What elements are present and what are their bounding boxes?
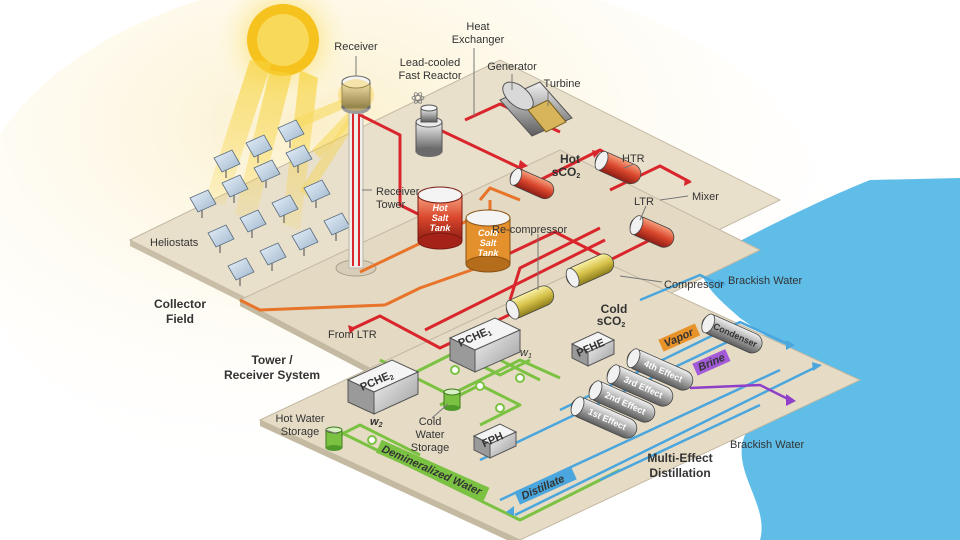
cold-water-storage-tank xyxy=(443,388,461,411)
ltr-label: LTR xyxy=(634,196,654,208)
cold-water-storage-label-2: Water xyxy=(416,429,445,441)
w1-sub: 1 xyxy=(528,353,532,360)
cold-salt-tank: Cold Salt Tank xyxy=(465,209,511,273)
diagram-labels: Receiver Heat Exchanger Lead-cooled Fast… xyxy=(150,21,805,480)
htr-label: HTR xyxy=(622,153,645,165)
generator-turbine xyxy=(499,81,573,137)
pche1-sub: 1 xyxy=(487,330,494,338)
hot-sco2-label-1: Hot xyxy=(560,152,580,166)
pfhe-box: PFHE xyxy=(570,331,616,367)
brackish-water-area xyxy=(700,178,960,540)
pche1-box: PCHE1 xyxy=(448,317,522,373)
heliostat-mirror xyxy=(303,179,331,208)
heliostat-mirror xyxy=(271,194,299,223)
compressor-label: Compressor xyxy=(664,279,724,291)
hot-water-storage-label-2: Storage xyxy=(281,426,320,438)
reactor-label-2: Fast Reactor xyxy=(399,70,462,82)
hot-sco2-label-2: sCO xyxy=(552,165,577,179)
ltr-unit xyxy=(629,215,675,248)
hot-water-storage-label-1: Hot Water xyxy=(275,413,324,425)
mixer-label: Mixer xyxy=(692,191,719,203)
recompressor-unit xyxy=(505,285,555,320)
svg-text:w1: w1 xyxy=(520,347,532,360)
fph-box: FPH xyxy=(472,423,518,459)
heliostat-mirror xyxy=(207,224,235,253)
receiver-tower xyxy=(335,107,377,277)
cold-salt-label-3: Tank xyxy=(478,248,500,258)
hot-salt-label-1: Hot xyxy=(433,203,449,213)
cold-salt-label-1: Cold xyxy=(478,228,498,238)
hot-salt-label-3: Tank xyxy=(430,223,452,233)
cold-water-storage-label-1: Cold xyxy=(419,416,442,428)
heliostat-mirror xyxy=(259,242,287,271)
compressor-unit xyxy=(565,253,615,288)
generator-label: Generator xyxy=(487,61,537,73)
cold-sco2-label-1: Cold xyxy=(601,302,628,316)
pche2-sub: 2 xyxy=(389,374,396,382)
cold-salt-label-2: Salt xyxy=(480,238,498,248)
heliostat-mirror xyxy=(239,209,267,238)
receiver-tower-label-1: Receiver xyxy=(376,186,420,198)
heliostat-mirror xyxy=(253,159,281,188)
heliostat-mirror xyxy=(277,119,305,148)
receiver-label: Receiver xyxy=(334,41,378,53)
heliostats-label: Heliostats xyxy=(150,237,199,249)
hot-water-storage-tank xyxy=(325,426,343,451)
w1-label: w xyxy=(520,347,529,359)
heliostat-mirror xyxy=(189,189,217,218)
heat-exchanger-label-2: Exchanger xyxy=(452,34,505,46)
third-effect-unit xyxy=(606,364,674,407)
heliostat-mirror xyxy=(245,134,273,163)
heliostat-mirror xyxy=(221,174,249,203)
collector-field-label-1: Collector xyxy=(154,297,206,311)
brackish-water-top-label: Brackish Water xyxy=(728,275,803,287)
from-ltr-label: From LTR xyxy=(328,329,377,341)
second-effect-unit xyxy=(588,380,656,423)
atom-icon xyxy=(411,92,425,104)
reactor-label-1: Lead-cooled xyxy=(400,57,461,69)
htr-unit xyxy=(594,150,642,185)
cold-sco2-label-2: sCO xyxy=(597,314,622,328)
tower-receiver-label-1: Tower / xyxy=(251,353,293,367)
heliostat-array xyxy=(189,119,351,286)
recompressor-label: Re-compressor xyxy=(492,224,568,236)
brackish-water-bottom-label: Brackish Water xyxy=(730,439,805,451)
receiver xyxy=(338,75,374,114)
heliostat-mirror xyxy=(285,144,313,173)
hot-pipe-arrows xyxy=(348,150,692,334)
heat-exchanger-unit xyxy=(509,167,555,200)
hot-sco2-sub: 2 xyxy=(576,173,580,180)
heat-exchanger-label-1: Heat xyxy=(466,21,489,33)
leader-lines xyxy=(324,48,689,435)
lead-cooled-fast-reactor xyxy=(415,104,443,157)
fourth-effect-unit xyxy=(626,348,694,391)
svg-text:sCO2: sCO2 xyxy=(552,165,581,180)
brine-pipes xyxy=(689,383,791,402)
turbine-label: Turbine xyxy=(544,78,581,90)
hot-salt-label-2: Salt xyxy=(432,213,450,223)
cold-sco2-sub: 2 xyxy=(621,322,625,329)
first-effect-unit xyxy=(570,396,638,439)
w2-sub: 2 xyxy=(378,422,383,429)
heliostat-mirror xyxy=(227,257,255,286)
collector-field-label-2: Field xyxy=(166,312,194,326)
pche2-box: PCHE2 xyxy=(346,359,420,415)
brackish-arrows xyxy=(506,279,822,516)
multi-effect-label-2: Distillation xyxy=(649,466,710,480)
condenser-unit xyxy=(701,313,763,354)
svg-text:w2: w2 xyxy=(370,416,383,429)
cold-water-storage-label-3: Storage xyxy=(411,442,450,454)
water-loop-nodes xyxy=(367,365,525,445)
tower-receiver-label-2: Receiver System xyxy=(224,368,320,382)
svg-text:sCO2: sCO2 xyxy=(597,314,626,329)
heliostat-mirror xyxy=(213,149,241,178)
heliostat-mirror xyxy=(291,227,319,256)
hot-salt-tank: Hot Salt Tank xyxy=(417,186,463,250)
multi-effect-label-1: Multi-Effect xyxy=(647,451,712,465)
w2-label: w xyxy=(370,416,380,428)
receiver-tower-label-2: Tower xyxy=(376,199,406,211)
